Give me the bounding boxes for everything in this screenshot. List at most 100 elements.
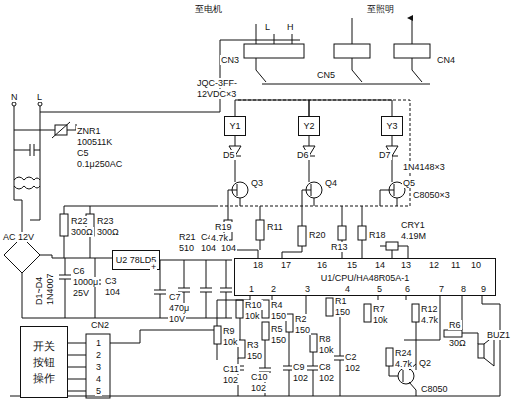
part-label: R10 (244, 300, 263, 310)
part-label: 2 (270, 284, 277, 294)
part-label: 13 (400, 260, 412, 270)
part-label: CN3 (220, 55, 240, 65)
part-label: 18 (252, 260, 264, 270)
part-label: R18 (368, 230, 387, 240)
part-label: Q3 (250, 178, 264, 188)
part-label: L (36, 92, 43, 102)
part-label: CN4 (436, 55, 456, 65)
node-text: 开关 按钮 操作 (31, 338, 56, 386)
part-label: 102 (250, 383, 267, 393)
switch-panel: 开关 按钮 操作 (20, 326, 68, 398)
part-label: Q4 (324, 178, 338, 188)
part-label: C2 (344, 352, 358, 362)
part-label: 10k (318, 345, 335, 355)
part-label: + (150, 262, 157, 272)
part-label: R11 (266, 222, 284, 232)
part-label: 10k (244, 311, 261, 321)
part-label: 100511K (76, 137, 113, 147)
part-label: 10V (168, 314, 186, 324)
part-label: 1N4148×3 (402, 162, 446, 172)
part-label: D5 (222, 150, 236, 160)
part-label: 5 (376, 284, 383, 294)
part-label: 7 (438, 284, 445, 294)
part-label: C8050 (420, 384, 449, 394)
part-label: C8 (318, 362, 332, 372)
part-label: Q2 (418, 358, 432, 368)
part-label: D1~D4 (34, 276, 44, 306)
part-label: R2 (294, 314, 308, 324)
part-label: C3 (104, 276, 118, 286)
part-label: BUZ1 (486, 330, 511, 340)
part-label: 12VDC×3 (196, 89, 237, 99)
part-label: 104 (200, 243, 217, 253)
part-label: 1000μ (72, 277, 99, 287)
part-label: 10 (470, 260, 482, 270)
part-label: 1N4007 (45, 272, 55, 306)
part-label: 4 (95, 374, 102, 384)
relay-coil: Y2 (298, 116, 320, 136)
part-label: 102 (292, 373, 309, 383)
part-label: C11 (222, 364, 240, 374)
part-label: 17 (280, 260, 292, 270)
part-label: 8 (460, 284, 467, 294)
part-label: C7 (168, 292, 182, 302)
part-label: R6 (448, 320, 462, 330)
part-label: 102 (344, 363, 361, 373)
part-label: 0.1μ250AC (76, 159, 123, 169)
part-label: 104 (104, 287, 121, 297)
part-label: 4.7k (420, 315, 439, 325)
part-label: L (264, 22, 271, 32)
part-label: 25V (72, 288, 90, 298)
part-label: 5 (95, 386, 102, 396)
part-label: 4.7k (210, 233, 229, 243)
node-text: Y1 (229, 121, 240, 131)
part-label: 30Ω (448, 338, 467, 348)
part-label: 15 (346, 260, 358, 270)
part-label: 150 (294, 325, 311, 335)
part-label: 10k (222, 337, 239, 347)
part-label: C5 (76, 148, 90, 158)
part-label: 1 (248, 284, 255, 294)
part-label: 300Ω (96, 227, 120, 237)
part-label: R19 (214, 222, 233, 232)
part-label: R3 (246, 340, 260, 350)
part-label: R12 (420, 304, 439, 314)
part-label: R9 (222, 326, 236, 336)
part-label: R8 (318, 334, 332, 344)
part-label: N (10, 92, 19, 102)
part-label: JQC-3FF- (196, 78, 238, 88)
relay-coil: Y1 (224, 116, 246, 136)
part-label: R22 (70, 216, 89, 226)
part-label: 至照明 (366, 4, 395, 14)
node-text: Y2 (303, 121, 314, 131)
node-text: U1/CPU/HA48R05A-1 (321, 273, 410, 283)
part-label: 470μ (168, 303, 190, 313)
part-label: C9 (292, 362, 306, 372)
part-label: Q5 (402, 178, 416, 188)
part-label: H (286, 22, 295, 32)
part-label: 150 (246, 351, 263, 361)
part-label: R20 (308, 230, 327, 240)
part-label: CRY1 (400, 220, 426, 230)
part-label: 150 (334, 307, 351, 317)
part-label: 3 (95, 362, 102, 372)
part-label: 1 (95, 338, 102, 348)
part-label: 3 (304, 284, 311, 294)
part-label: 102 (222, 375, 239, 385)
part-label: 150 (270, 335, 287, 345)
part-label: C8050×3 (412, 190, 451, 200)
part-label: R1 (334, 296, 348, 306)
part-label: 4.7k (394, 359, 413, 369)
part-label: D7 (378, 150, 392, 160)
part-label: C10 (250, 372, 269, 382)
part-label: CN5 (316, 70, 336, 80)
part-label: AC 12V (2, 232, 35, 242)
part-label: R7 (372, 304, 386, 314)
part-label: 510 (178, 243, 195, 253)
part-label: R4 (270, 300, 284, 310)
part-label: R13 (330, 242, 349, 252)
part-label: 9 (480, 284, 487, 294)
part-label: 11 (450, 260, 461, 270)
part-label: 16 (316, 260, 328, 270)
part-label: 4 (344, 284, 351, 294)
